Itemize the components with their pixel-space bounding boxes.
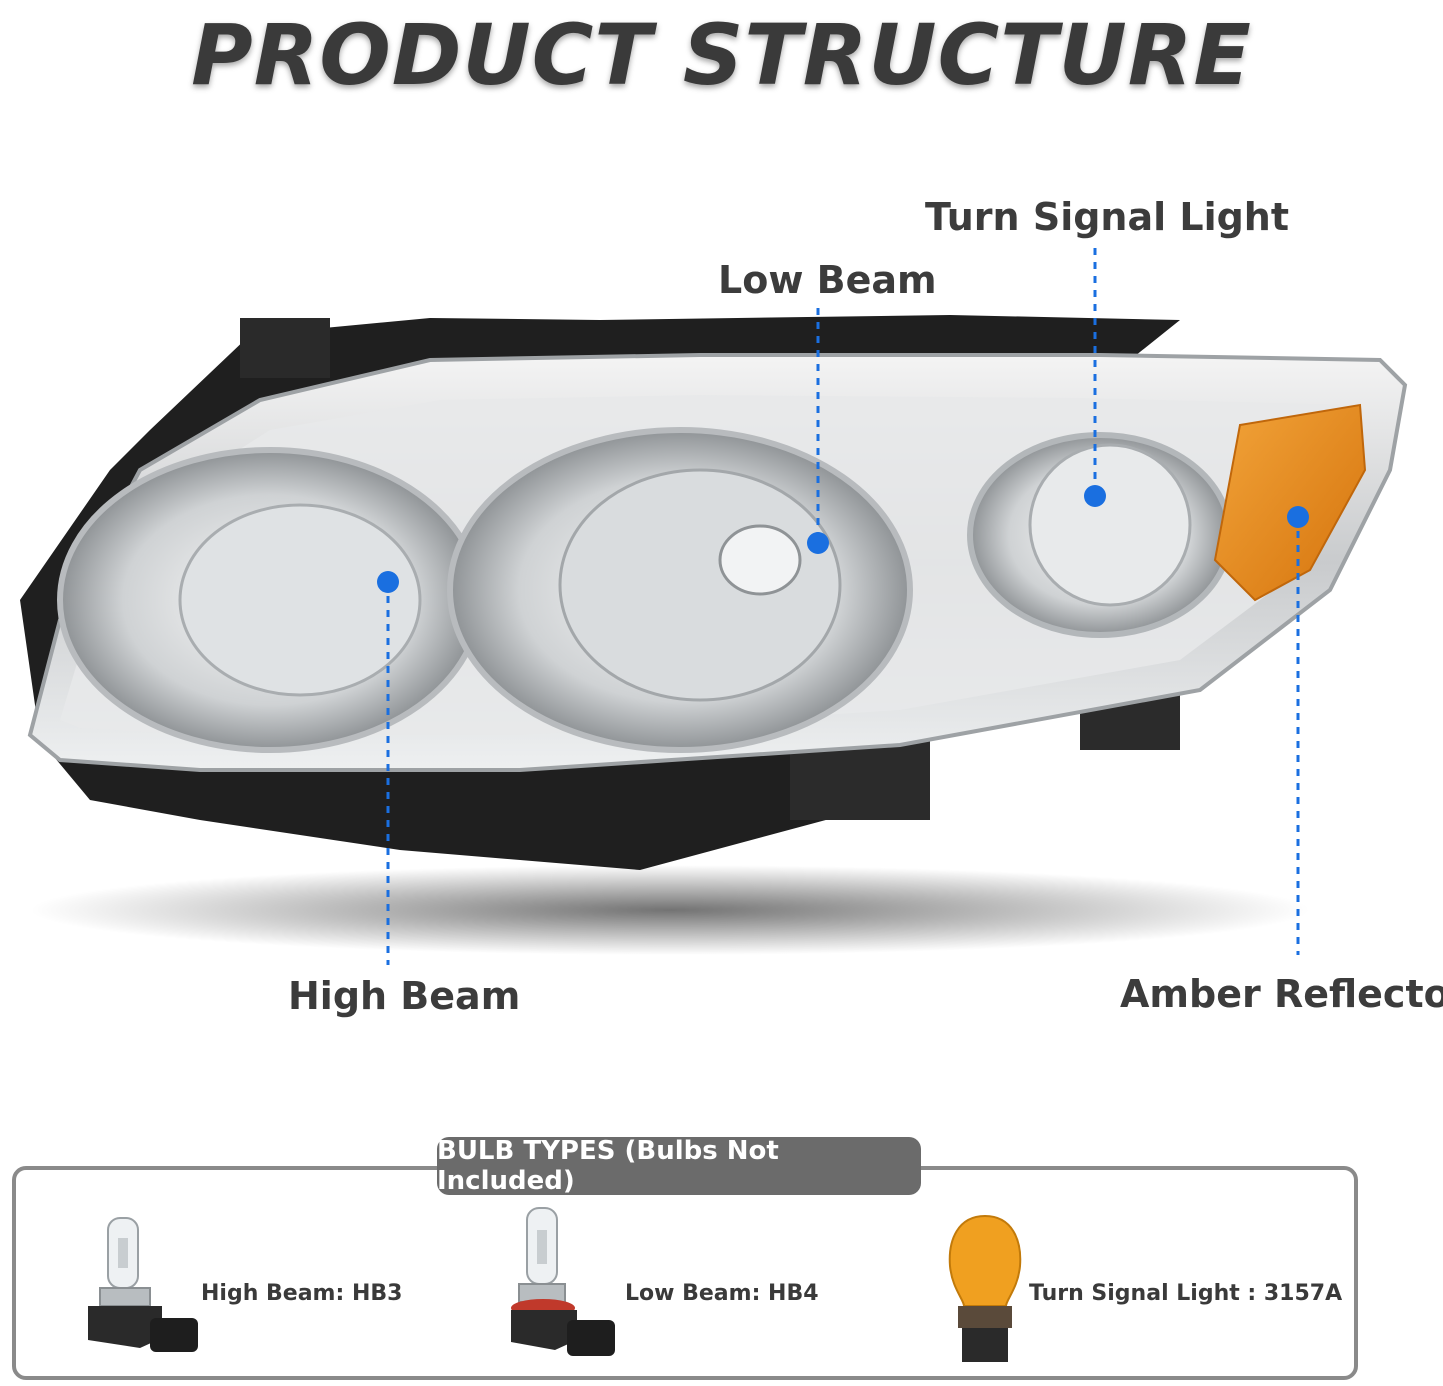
callout-turn-signal: Turn Signal Light [925, 195, 1290, 239]
bulb-label-turn-signal: Turn Signal Light : 3157A [1029, 1281, 1343, 1306]
bulb-types-panel [12, 1166, 1358, 1380]
page-title: PRODUCT STRUCTURE [191, 6, 1252, 104]
bulb-label-high-beam: High Beam: HB3 [201, 1281, 403, 1306]
amber-3157a-bulb-icon [948, 1214, 1022, 1362]
dot-turn-signal [1084, 485, 1106, 507]
hb3-bulb-icon [88, 1217, 198, 1352]
callout-low-beam: Low Beam [718, 258, 937, 302]
lamp-shadow [30, 865, 1310, 955]
callout-amber-reflector: Amber Reflector [1120, 972, 1443, 1016]
callout-high-beam: High Beam [288, 974, 521, 1018]
dot-amber-reflector [1287, 506, 1309, 528]
dot-low-beam [807, 532, 829, 554]
headlight-illustration [20, 248, 1408, 965]
bulb-label-low-beam: Low Beam: HB4 [625, 1281, 819, 1306]
bulb-types-header: BULB TYPES (Bulbs Not Included) [437, 1136, 921, 1196]
amber-reflector-shape [1213, 403, 1367, 602]
dot-high-beam [377, 571, 399, 593]
hb4-bulb-icon [511, 1207, 615, 1356]
